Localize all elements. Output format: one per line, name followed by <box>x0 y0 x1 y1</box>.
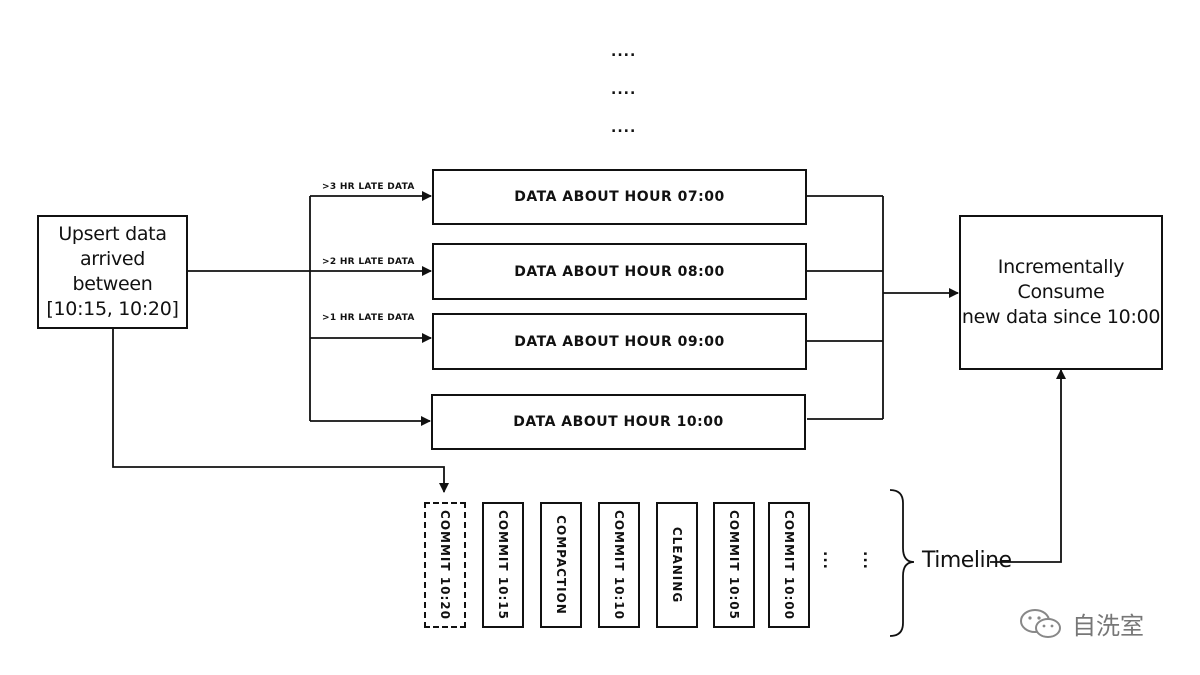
timeline-commit-1000: COMMIT 10:00 <box>768 502 810 628</box>
hour-box-label: DATA ABOUT HOUR 07:00 <box>514 189 725 205</box>
timeline-item-label: COMMIT 10:05 <box>727 510 741 620</box>
late-label-1hr: >1 HR LATE DATA <box>322 313 415 323</box>
timeline-ellipsis-2: ... <box>860 551 876 570</box>
timeline-item-label: COMMIT 10:20 <box>438 510 452 620</box>
hour-box-label: DATA ABOUT HOUR 08:00 <box>514 263 725 280</box>
hour-box-label: DATA ABOUT HOUR 10:00 <box>513 414 724 430</box>
late-label-3hr: >3 HR LATE DATA <box>322 182 415 192</box>
consume-line-1: Incrementally Consume <box>997 256 1125 303</box>
timeline-compaction: COMPACTION <box>540 502 582 628</box>
hour-box-0800: DATA ABOUT HOUR 08:00 <box>432 243 807 300</box>
timeline-item-label: COMMIT 10:10 <box>612 510 626 620</box>
consume-line-2: new data since 10:00 <box>961 306 1161 328</box>
timeline-item-label: COMMIT 10:00 <box>782 510 796 620</box>
hour-box-0700: DATA ABOUT HOUR 07:00 <box>432 169 807 225</box>
wechat-icon <box>1020 608 1061 638</box>
late-label-2hr: >2 HR LATE DATA <box>322 257 415 267</box>
timeline-ellipsis-1: ... <box>820 551 836 570</box>
upsert-line-3: [10:15, 10:20] <box>46 298 179 320</box>
hour-box-1000: DATA ABOUT HOUR 10:00 <box>431 394 806 450</box>
timeline-commit-1020: COMMIT 10:20 <box>424 502 466 628</box>
timeline-item-label: COMMIT 10:15 <box>496 510 510 620</box>
hour-box-0900: DATA ABOUT HOUR 09:00 <box>432 313 807 370</box>
timeline-label: Timeline <box>922 548 1012 573</box>
watermark-text: 自洗室 <box>1072 612 1144 640</box>
incremental-consume-box: Incrementally Consume new data since 10:… <box>959 215 1163 370</box>
upsert-line-1: Upsert data <box>58 223 167 245</box>
timeline-commit-1010: COMMIT 10:10 <box>598 502 640 628</box>
timeline-commit-1015: COMMIT 10:15 <box>482 502 524 628</box>
timeline-commit-1005: COMMIT 10:05 <box>713 502 755 628</box>
ellipsis-2: .... <box>611 82 637 98</box>
timeline-cleaning: CLEANING <box>656 502 698 628</box>
upsert-data-box: Upsert data arrived between [10:15, 10:2… <box>37 215 188 329</box>
ellipsis-3: .... <box>611 120 637 136</box>
watermark: 自洗室 <box>1018 606 1144 641</box>
timeline-item-label: CLEANING <box>670 526 684 604</box>
upsert-line-2: arrived between <box>72 248 153 295</box>
timeline-item-label: COMPACTION <box>554 515 568 615</box>
ellipsis-1: .... <box>611 44 637 60</box>
hour-box-label: DATA ABOUT HOUR 09:00 <box>514 333 725 350</box>
